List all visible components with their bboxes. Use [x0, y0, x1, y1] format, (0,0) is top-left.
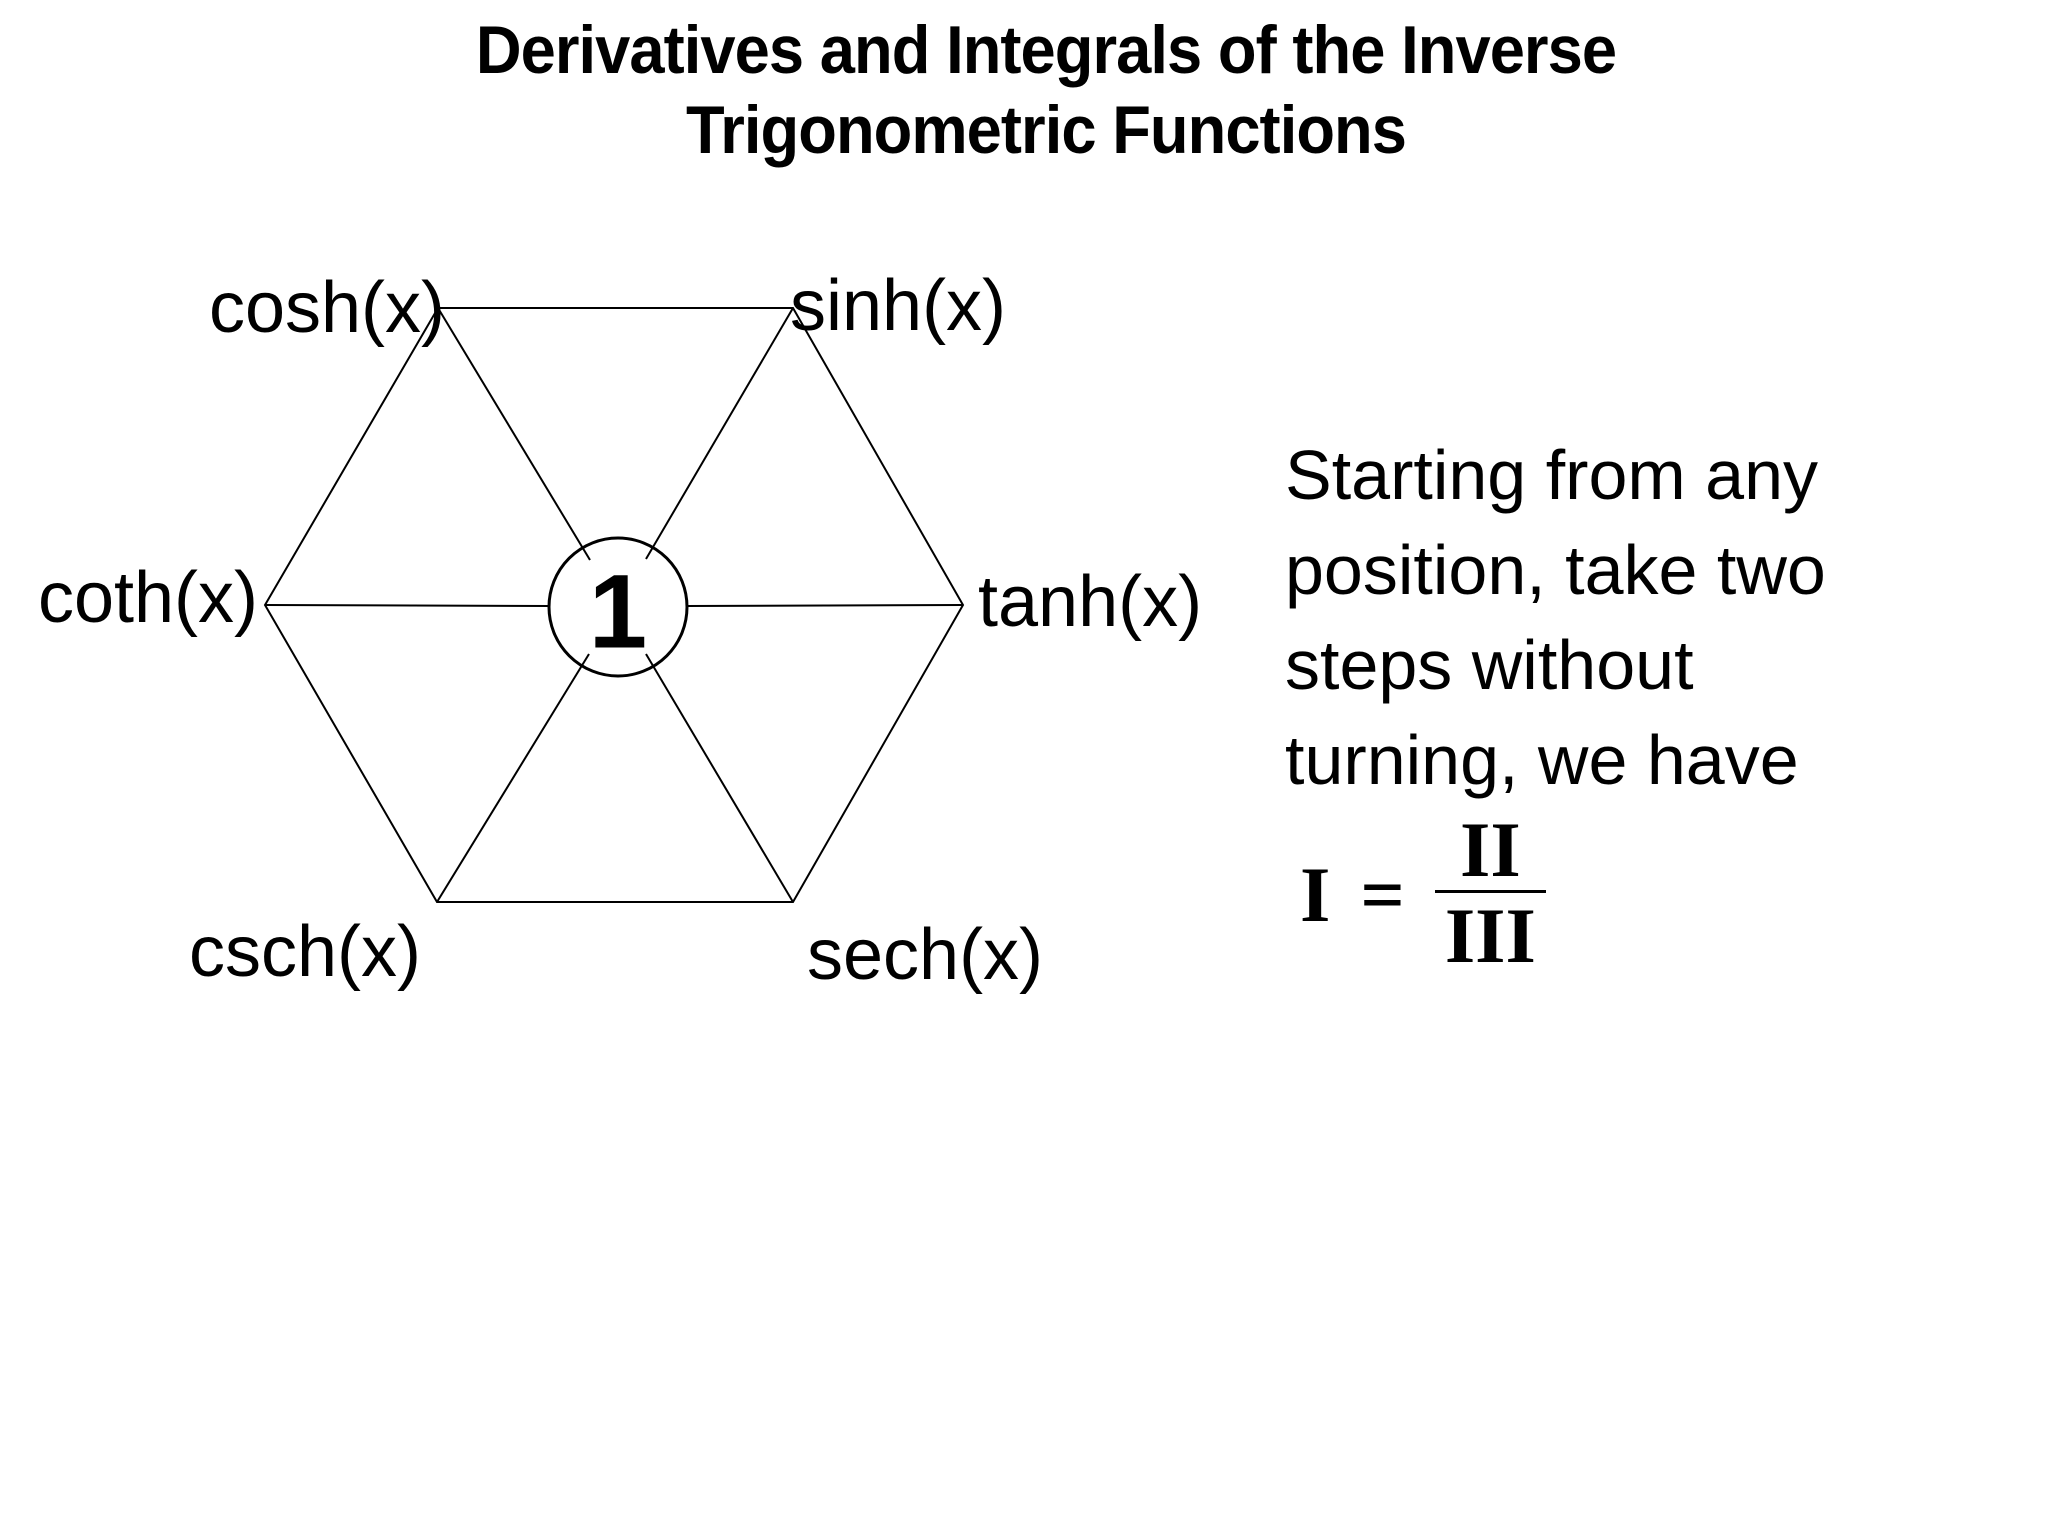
diagonal-bottom-left	[436, 653, 590, 903]
center-value: 1	[589, 554, 647, 671]
note-line-4: turning, we have	[1285, 721, 1799, 799]
vertex-label-csch: csch(x)	[189, 912, 421, 992]
diagonal-top-right	[645, 307, 794, 560]
vertex-label-coth: coth(x)	[37, 558, 258, 638]
vertex-label-sech: sech(x)	[806, 915, 1044, 995]
formula-denominator: III	[1434, 890, 1546, 979]
vertex-label-sinh: sinh(x)	[790, 266, 1007, 346]
formula-fraction: II III	[1434, 806, 1546, 979]
diagonal-top-left	[437, 307, 591, 561]
formula-equals: =	[1360, 850, 1405, 938]
note-line-2: position, take two	[1285, 531, 1826, 609]
formula-lhs: I	[1300, 850, 1331, 938]
vertex-label-tanh: tanh(x)	[978, 562, 1203, 642]
diagonal-left	[264, 604, 550, 607]
slide-title-line-1: Derivatives and Integrals of the Inverse	[475, 12, 1617, 88]
slide-title: Derivatives and Integrals of the Inverse…	[94, 10, 1999, 170]
center-circle	[547, 536, 689, 678]
formula-numerator: II	[1459, 806, 1521, 893]
formula: I = II III	[1300, 810, 1546, 979]
slide-title-line-2: Trigonometric Functions	[686, 92, 1407, 168]
vertex-label-cosh: cosh(x)	[208, 268, 445, 348]
note-line-3: steps without	[1285, 626, 1694, 704]
diagonal-bottom-right	[645, 653, 794, 903]
diagonal-right	[686, 604, 964, 607]
note-line-1: Starting from any	[1285, 436, 1818, 514]
note-text: Starting from any position, take two ste…	[1285, 428, 1826, 808]
